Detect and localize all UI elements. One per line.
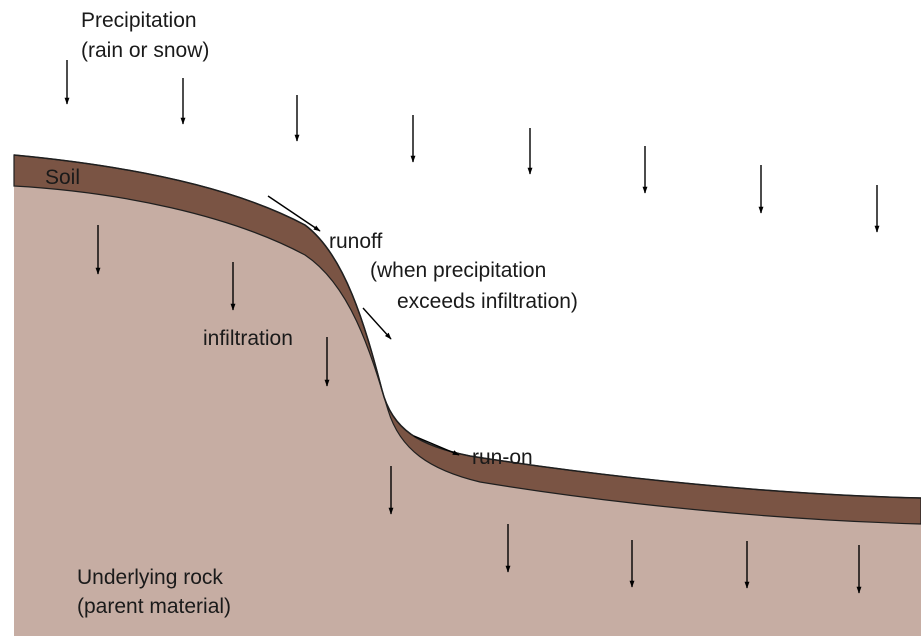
precipitation-label: Precipitation [81,9,197,32]
soil-label: Soil [45,166,80,189]
infiltration-label: infiltration [203,327,293,350]
precipitation-sublabel: (rain or snow) [81,39,209,62]
run-on-label: run-on [472,446,533,469]
runoff-arrow-lower [362,307,392,340]
rock-sublabel: (parent material) [77,595,231,618]
rock-label: Underlying rock [77,566,223,589]
runoff-note-line1: (when precipitation [370,259,546,282]
runoff-arrow-upper [267,195,321,232]
ground-surface-line [13,154,921,499]
runoff-note-line2: exceeds infiltration) [397,290,578,313]
precipitation-arrows [64,60,880,233]
run-on-arrow [413,435,460,456]
infiltration-arrows [95,225,862,594]
runoff-label: runoff [329,230,382,253]
underlying-rock [14,186,921,636]
